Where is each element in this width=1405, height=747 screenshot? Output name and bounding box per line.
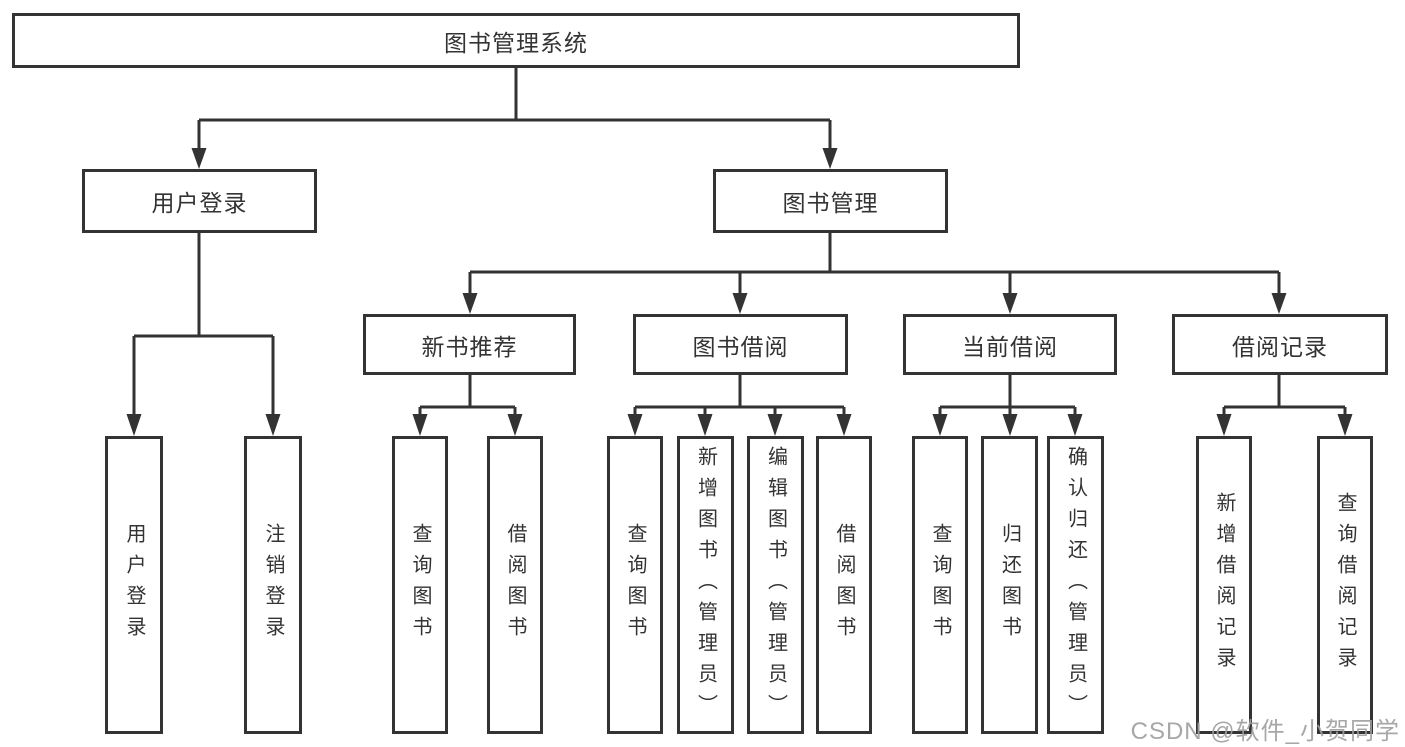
node-label: 用户登录 [123,523,145,647]
connector-new-book-recommendation [412,375,523,436]
node-new-book-recommendation: 新书推荐 [363,314,576,375]
connector-borrowing-records [1216,375,1353,436]
node-label: 确认归还（管理员） [1064,445,1087,725]
arrowhead [697,414,713,436]
node-label: 用户登录 [151,190,248,216]
connector-user-login [126,233,281,436]
leaf-logout-login: 注销登录 [244,436,302,734]
arrowhead [1002,293,1018,314]
arrowhead [1337,414,1353,436]
leaf-current-query-books: 查询图书 [912,436,968,734]
node-user-login: 用户登录 [82,169,317,233]
node-label: 图书借阅 [692,333,789,360]
arrowhead [822,148,838,169]
node-label: 当前借阅 [962,333,1058,360]
arrowhead [732,293,748,314]
leaf-borrowing-add-books-admin: 新增图书（管理员） [677,436,734,734]
connector-book-management [462,233,1287,314]
node-label: 归还图书 [998,523,1021,647]
node-label: 编辑图书（管理员） [764,445,787,725]
node-label: 新增借阅记录 [1213,492,1235,678]
arrowhead [627,414,643,436]
connector-book-borrowing [627,375,852,436]
connector-current-borrowing [932,375,1083,436]
arrowhead [191,148,207,169]
arrowhead [932,414,948,436]
node-label: 图书管理系统 [444,29,588,56]
arrowhead [265,414,281,436]
node-label: 新书推荐 [421,333,518,360]
leaf-current-confirm-return-admin: 确认归还（管理员） [1047,436,1104,734]
node-label: 借阅图书 [504,523,526,647]
leaf-newrec-query-books: 查询图书 [392,436,448,734]
leaf-newrec-borrow-books: 借阅图书 [487,436,543,734]
leaf-records-add-borrow-record: 新增借阅记录 [1196,436,1252,734]
node-book-borrowing: 图书借阅 [633,314,848,375]
node-label: 借阅图书 [833,523,855,647]
leaf-current-return-books: 归还图书 [981,436,1038,734]
arrowhead [1271,293,1287,314]
node-label: 查询图书 [624,523,646,647]
node-library-management-system: 图书管理系统 [12,13,1020,68]
arrowhead [1216,414,1232,436]
arrowhead [507,414,523,436]
arrowhead [412,414,428,436]
leaf-borrowing-query-books: 查询图书 [607,436,663,734]
node-label: 图书管理 [782,190,879,216]
leaf-borrowing-borrow-books: 借阅图书 [816,436,872,734]
arrowhead [462,293,478,314]
arrowhead [1067,414,1083,436]
leaf-records-query-borrow-record: 查询借阅记录 [1317,436,1373,734]
node-label: 查询图书 [929,523,951,647]
arrowhead [836,414,852,436]
node-label: 新增图书（管理员） [694,445,717,725]
node-borrowing-records: 借阅记录 [1172,314,1388,375]
node-label: 注销登录 [262,523,284,647]
node-book-management: 图书管理 [713,169,948,233]
arrowhead [1002,414,1018,436]
leaf-borrowing-edit-books-admin: 编辑图书（管理员） [747,436,804,734]
node-current-borrowing: 当前借阅 [903,314,1117,375]
arrowhead [767,414,783,436]
connector-root [191,68,838,169]
arrowhead [126,414,142,436]
node-label: 查询图书 [409,523,431,647]
node-label: 借阅记录 [1232,333,1328,360]
node-label: 查询借阅记录 [1334,492,1356,678]
leaf-user-login: 用户登录 [105,436,163,734]
